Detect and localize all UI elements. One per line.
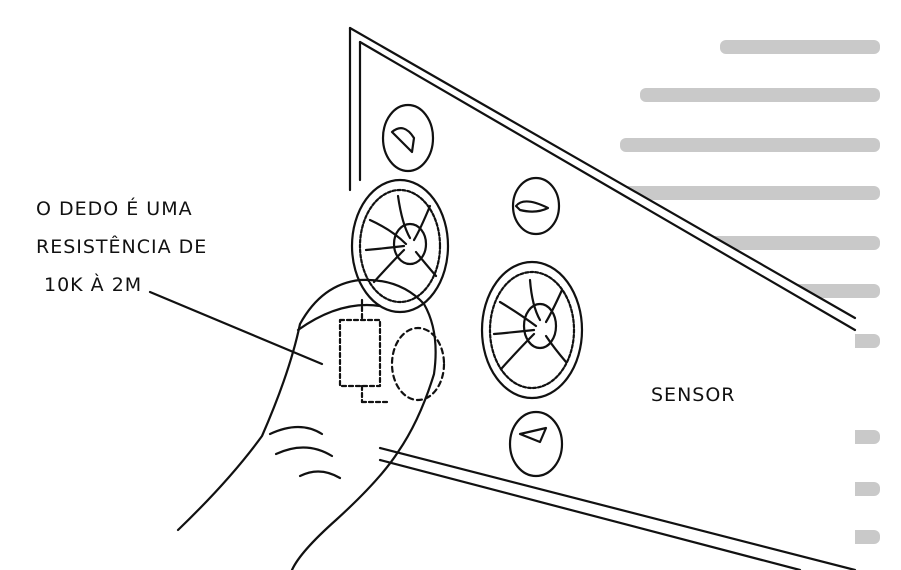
- small-knob-top-center: [511, 176, 561, 236]
- small-knob-bottom-right: [508, 410, 564, 478]
- small-knob-behind-finger: [390, 326, 446, 402]
- equipment-panel: [348, 26, 857, 570]
- finger-illustration: [176, 278, 437, 570]
- caption-line-1: O DEDO É UMA: [36, 198, 193, 220]
- large-knob-left: [350, 178, 450, 314]
- resistor-symbol-dashed: [338, 298, 392, 404]
- caption-line-3: 10K À 2M: [44, 274, 143, 296]
- large-knob-right: [480, 260, 584, 400]
- small-knob-top-left: [381, 103, 435, 173]
- caption-line-2: RESISTÊNCIA DE: [36, 236, 208, 258]
- caption-leader-line: [148, 290, 324, 366]
- sensor-label: SENSOR: [651, 384, 736, 406]
